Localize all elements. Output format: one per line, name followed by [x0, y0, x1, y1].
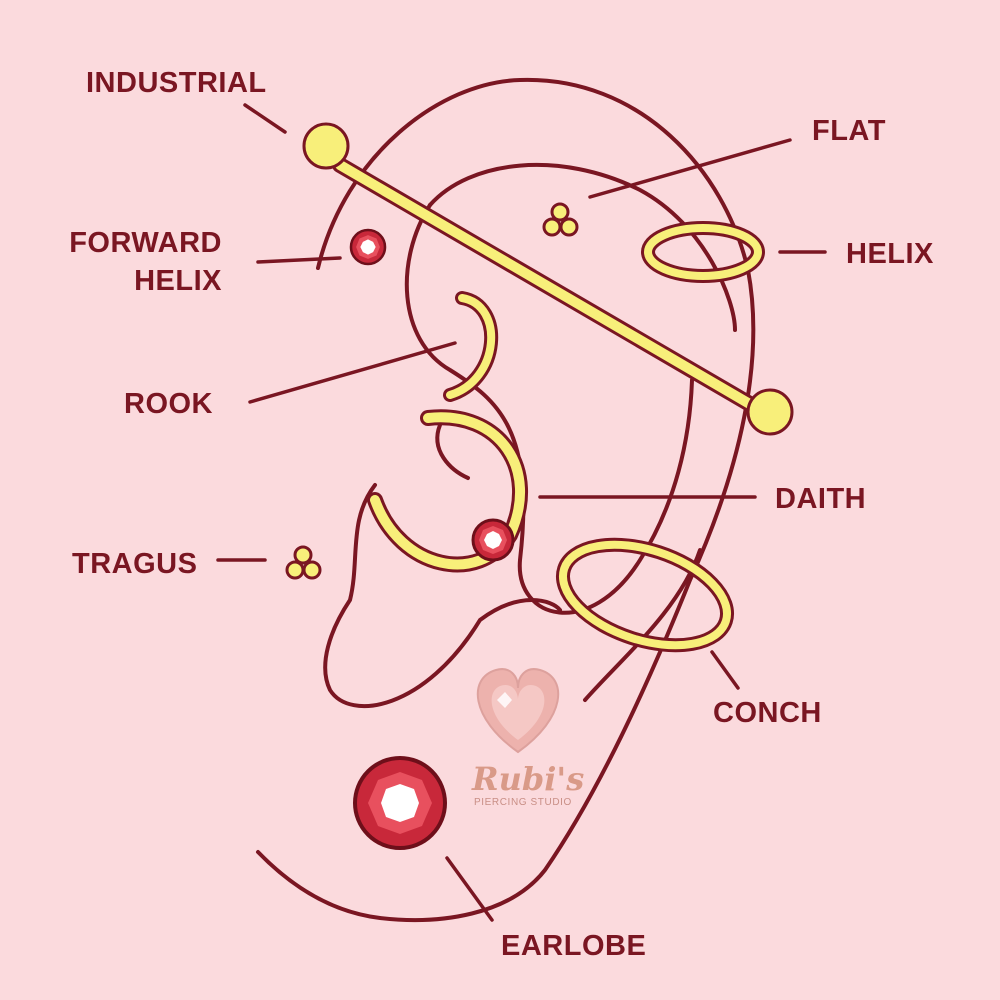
conch-hoop [555, 537, 735, 653]
label-forward-helix-line2: HELIX [134, 265, 222, 297]
label-daith: DAITH [775, 483, 866, 515]
label-helix: HELIX [846, 238, 934, 270]
ear-outline [256, 77, 756, 922]
label-tragus: TRAGUS [72, 548, 197, 580]
label-flat: FLAT [812, 115, 886, 147]
label-industrial: INDUSTRIAL [86, 67, 267, 99]
label-earlobe: EARLOBE [501, 930, 646, 962]
brand-name: Rubi's [471, 760, 584, 798]
forward-helix-gem [349, 228, 387, 266]
ear-outer-rim [256, 77, 756, 922]
label-rook: ROOK [124, 388, 213, 420]
daith-gem [471, 518, 515, 562]
brand-logo: Rubi's PIERCING STUDIO [471, 668, 584, 808]
leader-lines [216, 103, 827, 922]
ear-antihelix [404, 203, 694, 615]
helix-hoop [641, 221, 765, 283]
ear-inner-helix [428, 162, 737, 332]
earlobe-gem [353, 756, 447, 850]
label-conch: CONCH [713, 697, 822, 729]
ear-tragus-outline [323, 483, 562, 709]
tragus-stud-trio [285, 545, 322, 580]
flat-stud-trio [542, 202, 579, 237]
heart-gem-icon [476, 668, 560, 754]
label-forward-helix-line1: FORWARD [69, 227, 222, 259]
rook-hoop [443, 291, 499, 402]
brand-tagline: PIERCING STUDIO [474, 797, 572, 808]
industrial-barbell [302, 122, 794, 436]
ear-antihelix-fold [435, 423, 470, 480]
